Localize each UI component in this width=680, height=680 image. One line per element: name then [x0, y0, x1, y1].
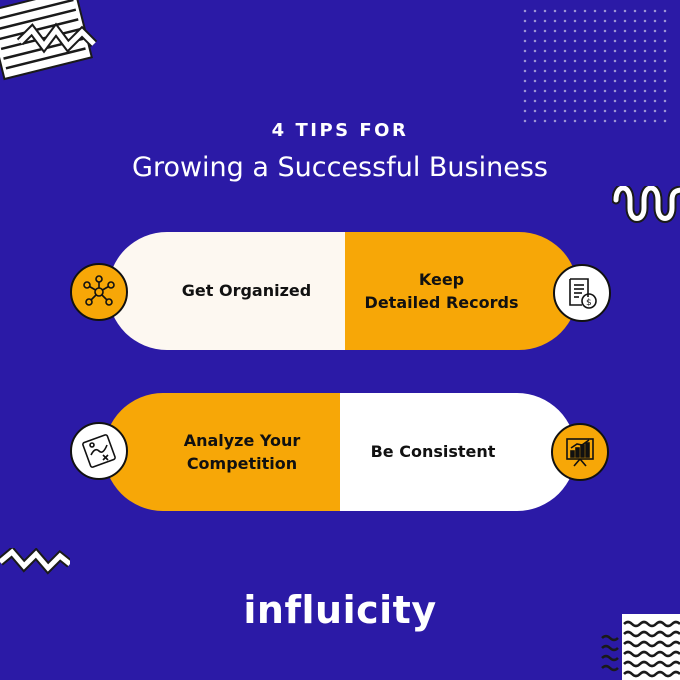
- tip-be-consistent: Be Consistent: [340, 393, 576, 511]
- pre-title: 4 TIPS FOR: [271, 120, 409, 141]
- wave-squiggle-decoration: [612, 186, 680, 223]
- tip-analyze-competition: Analyze Your Competition: [104, 393, 340, 511]
- dot-grid-decoration: [520, 6, 670, 126]
- svg-text:$: $: [586, 298, 592, 308]
- growth-chart-icon: [551, 423, 609, 481]
- invoice-records-icon: $: [553, 264, 611, 322]
- wavy-lines-decoration: [601, 614, 680, 680]
- brand-logo: influicity: [243, 588, 437, 632]
- strategy-board-icon: [70, 422, 128, 480]
- tip-get-organized: Get Organized: [108, 232, 345, 350]
- tip-row-1: Get Organized Keep Detailed Records: [108, 232, 578, 350]
- tip-row-2: Analyze Your Competition Be Consistent: [104, 393, 576, 511]
- organization-network-icon: [70, 263, 128, 321]
- tip-keep-detailed-records: Keep Detailed Records: [345, 232, 578, 350]
- page-title: Growing a Successful Business: [132, 152, 548, 183]
- zigzag-decoration: [0, 548, 70, 575]
- lined-paper-decoration: [0, 0, 98, 81]
